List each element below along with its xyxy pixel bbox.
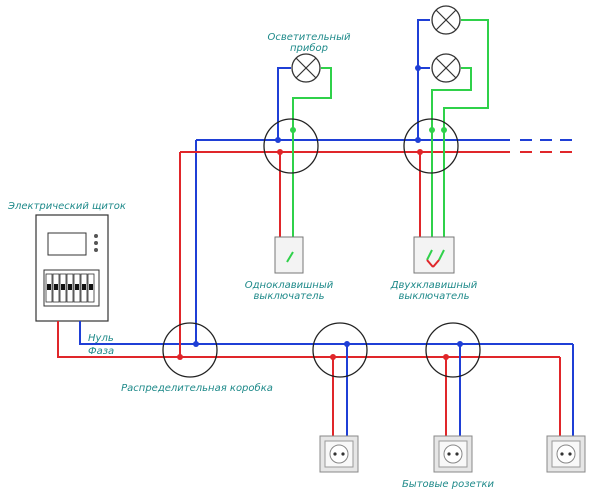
phase-feed-wire [57, 321, 180, 358]
double-switched-wire-1 [431, 67, 472, 250]
double-switch-label-line2: выключатель [399, 291, 470, 302]
panel-label: Электрический щиток [7, 201, 126, 212]
junction-box-socket-1 [312, 322, 368, 378]
phase-label: Фаза [88, 346, 114, 357]
socket-icon [319, 435, 359, 473]
light-fixture-label-line1: Осветительный [268, 32, 351, 43]
junction-box-socket-2 [425, 322, 481, 378]
double-switch-icon [413, 236, 455, 274]
socket-icon [433, 435, 473, 473]
light-fixture-label-line2: прибор [290, 42, 328, 54]
socket-icon [546, 435, 586, 473]
lamp-icon [431, 53, 461, 83]
single-switched-wire [292, 67, 332, 252]
single-switch-label-line1: Одноклавишный [245, 280, 334, 291]
sockets-label: Бытовые розетки [402, 479, 495, 490]
single-switch-icon [274, 236, 304, 274]
electrical-panel [35, 214, 109, 322]
neutral-feed-wire [79, 321, 196, 345]
neutral-label: Нуль [88, 333, 114, 344]
single-switch-label-line2: выключатель [254, 291, 325, 302]
junction-box-light-1 [263, 118, 319, 174]
junction-box-light-2 [403, 118, 459, 174]
lamp-icon [431, 5, 461, 35]
lamp-icon [291, 53, 321, 83]
double-lamp-neutral-wire-top [417, 19, 430, 140]
junction-box-label: Распределительная коробка [121, 382, 273, 394]
single-lamp-neutral-wire [277, 67, 291, 140]
junction-box-main [162, 322, 218, 378]
double-switched-wire-2 [443, 19, 489, 250]
connection-dots [177, 65, 463, 360]
double-switch-label-line1: Двухклавишный [390, 280, 478, 291]
